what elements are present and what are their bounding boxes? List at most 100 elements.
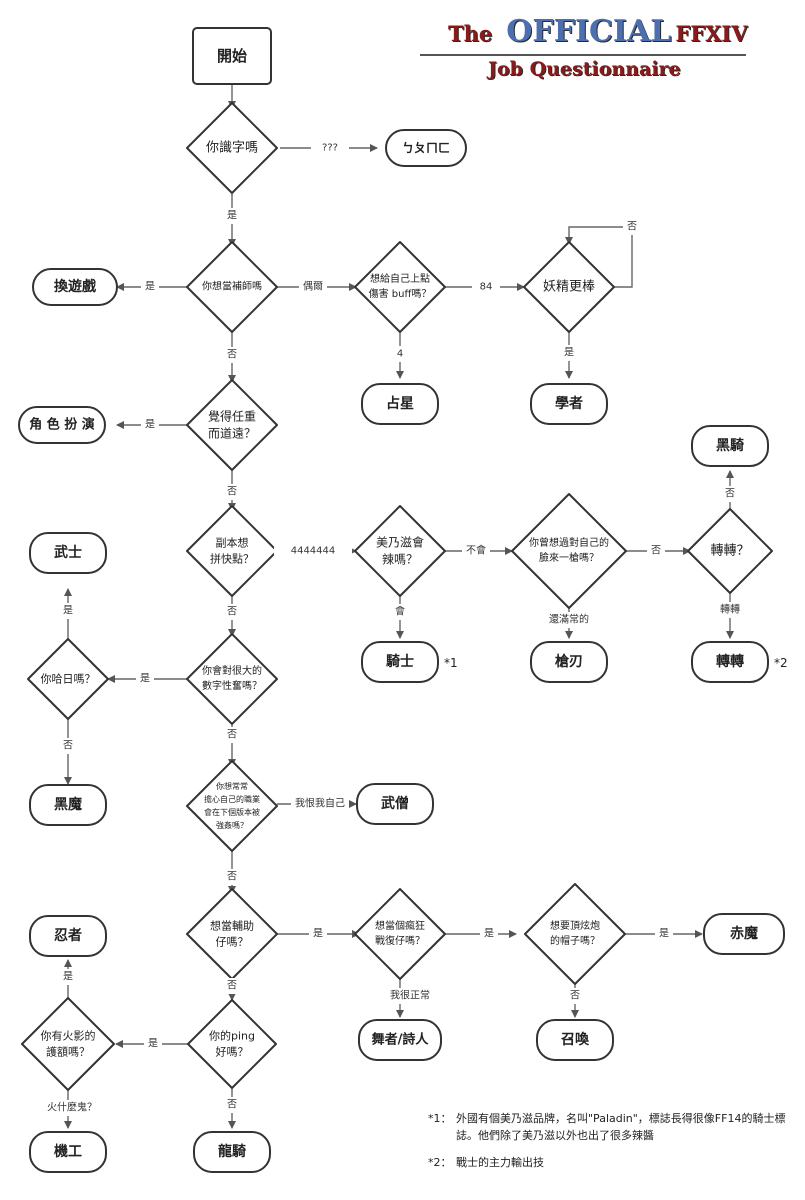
result-dragoon: 龍騎 [193, 1131, 271, 1173]
label-revive-yes-bg [480, 926, 498, 942]
label-numbers-no: 否 [227, 729, 237, 741]
q-revive-label: 想當個瘋狂 [375, 919, 425, 932]
result-samurai: 武士 [29, 532, 107, 574]
label-healer-sometimes-bg [299, 279, 327, 295]
label-spicy-will: 會 [395, 605, 405, 618]
label-rework-hate: 我恨我自己 [295, 797, 345, 810]
q-shadow-shape [21, 997, 115, 1091]
result-roleplay-label: 角 色 扮 演 [29, 417, 95, 433]
q-fairy-shape [523, 241, 615, 333]
label-selfhit-no-bg [647, 543, 665, 559]
result-warrior-label: 轉轉 [716, 653, 744, 670]
label-shadow-what: 火什麼鬼？ [47, 1101, 97, 1114]
result-roleplay: 角 色 扮 演 [18, 406, 106, 444]
result-astrologian-shape [361, 383, 439, 425]
q-rework-label: 你想常常 [216, 781, 248, 791]
label-haryu-no-bg [59, 738, 77, 754]
label-hat-yes-bg [655, 926, 673, 942]
label-selfhit-ok: 還滿常的 [549, 613, 589, 626]
q-haryu-label: 你哈日嗎？ [41, 673, 96, 686]
q-ping-shape [187, 999, 277, 1089]
q-numbers-label: 數字性奮嗎？ [202, 679, 262, 692]
result-summoner-label: 召喚 [561, 1031, 590, 1048]
label-support-no: 否 [227, 980, 237, 992]
footnote-1: *1： 外國有個美乃滋品牌，名叫"Paladin"，標誌長得很像FF14的騎士標… [428, 1110, 800, 1144]
label-healer-yes-bg [141, 279, 159, 295]
label-healer-no: 否 [227, 349, 237, 361]
q-ping-label: 你的ping [209, 1029, 255, 1043]
label-fairy-no-bg [623, 219, 641, 235]
result-black-mage-shape [29, 784, 107, 826]
label-rework-hate-bg [291, 796, 349, 812]
label-revive-yes: 是 [484, 928, 494, 940]
label-buff-4: 4 [397, 349, 403, 360]
label-healer-yes: 是 [145, 281, 155, 293]
label-numbers-no-bg [223, 727, 241, 743]
q-selfhit-label: 你曾想過對自己的 [529, 536, 609, 549]
label-fairy-yes-bg [560, 345, 578, 361]
label-rework-no: 否 [227, 871, 237, 883]
result-ninja-shape [29, 915, 107, 957]
result-dark-knight-shape [691, 425, 769, 467]
title-ffxiv: FFXIV [675, 21, 748, 46]
q-spicy-label: 美乃滋會 [376, 536, 424, 550]
q-hat-label: 想要頂炫炮 [550, 919, 600, 932]
q-buff-label: 傷害 buff嗎？ [369, 287, 432, 300]
label-longroad-yes: 是 [145, 419, 155, 431]
q-longroad-label: 而道遠？ [208, 427, 256, 441]
label-read-yes: 是 [227, 210, 237, 222]
q-haryu-shape [27, 638, 109, 720]
label-buff-84-bg [472, 279, 500, 295]
result-gunbreaker-label: 槍刃 [555, 653, 583, 670]
label-spicy-will-bg [391, 604, 409, 620]
label-selfhit-no: 否 [651, 545, 661, 557]
q-healer: 你想當補師嗎 [186, 241, 278, 333]
result-gunbreaker: 槍刃 [530, 641, 608, 683]
start-node: 開始 [192, 27, 272, 85]
q-selfhit-shape [511, 493, 627, 609]
result-summoner: 召喚 [536, 1019, 614, 1061]
q-longroad-shape [186, 379, 278, 471]
result-scholar-shape [530, 383, 608, 425]
result-samurai-label: 武士 [54, 544, 82, 561]
result-machinist-shape [29, 1131, 107, 1173]
result-dragoon-label: 龍騎 [218, 1143, 246, 1160]
q-buff-shape [354, 241, 446, 333]
q-revive-shape [354, 888, 446, 980]
result-warrior-shape [691, 641, 769, 683]
label-spicy-wont-bg [462, 543, 490, 559]
q-selfhit-label: 臉來一槍嗎？ [539, 551, 599, 564]
result-summoner-shape [536, 1019, 614, 1061]
q-fairy-label: 妖精更棒 [543, 280, 595, 295]
title-divider [420, 54, 746, 56]
label-hat-no-bg [566, 988, 584, 1004]
label-ping-no-bg [223, 1097, 241, 1113]
result-red-mage: 赤魔 [703, 913, 785, 955]
result-machinist: 機工 [29, 1131, 107, 1173]
label-buff-84: 84 [480, 282, 493, 293]
label-shadow-yes-bg [59, 969, 77, 985]
q-buff-label: 想給自己上點 [370, 272, 430, 285]
footnote-text: 外國有個美乃滋品牌，名叫"Paladin"，標誌長得很像FF14的騎士標誌。他們… [456, 1112, 786, 1142]
result-change-game-shape [32, 268, 118, 306]
result-scholar: 學者 [530, 383, 608, 425]
q-healer-shape [186, 241, 278, 333]
footnote-text: 戰士的主力輸出技 [456, 1156, 544, 1169]
label-spin-yes: 轉轉 [720, 603, 740, 616]
result-dancer-bard: 舞者/詩人 [358, 1019, 442, 1061]
result-samurai-shape [29, 532, 107, 574]
label-ping-yes-bg [144, 1036, 162, 1052]
result-ninja: 忍者 [29, 915, 107, 957]
result-change-game: 換遊戲 [32, 268, 118, 306]
label-fast-no-bg [223, 604, 241, 620]
q-shadow-label: 你有火影的 [41, 1029, 96, 1043]
label-read-no: ??? [322, 143, 338, 154]
result-paladin-label: 騎士 [386, 653, 414, 670]
